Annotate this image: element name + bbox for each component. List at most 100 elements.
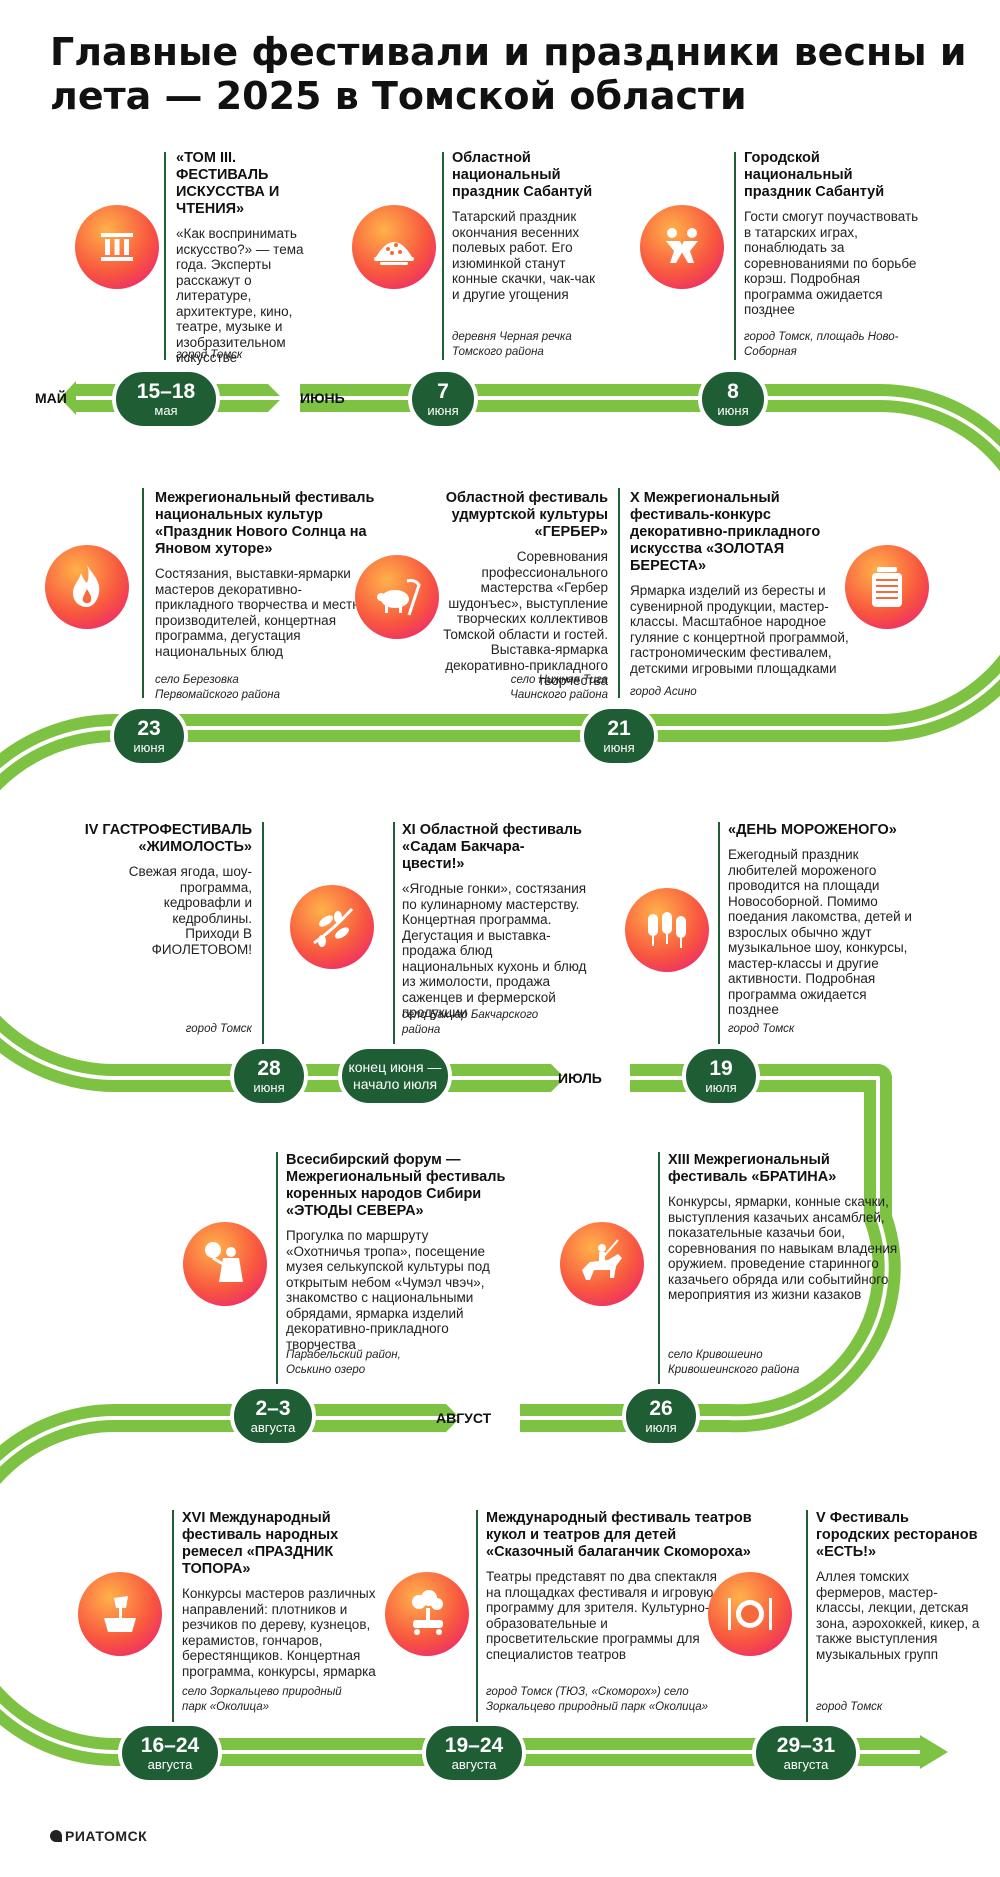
date-badge: 2–3 августа <box>230 1385 316 1447</box>
event-description: Гости смогут поучаствовать в татарских и… <box>744 209 919 317</box>
date-day: 19 <box>709 1056 733 1080</box>
date-badge: 26 июля <box>622 1385 700 1447</box>
event-location: город Томск <box>816 1701 883 1713</box>
cossack-rider-icon <box>560 1222 644 1306</box>
event-title: Всесибирский форум — Межрегиональный фес… <box>286 1152 506 1219</box>
event-location: село Нижняя Тига Чаинского района <box>510 674 608 701</box>
event-connector <box>393 822 395 1044</box>
event-zhimolost: IV ГАСТРОФЕСТИВАЛЬ «ЖИМОЛОСТЬ» Свежая яг… <box>80 822 252 957</box>
event-connector <box>172 1510 174 1722</box>
date-day: 29–31 <box>776 1733 836 1757</box>
event-description: Состязания, выставки-ярмарки мастеров де… <box>155 566 377 659</box>
logo: РИАТОМСК <box>50 1828 147 1844</box>
event-title: Городской национальный праздник Сабантуй <box>744 150 885 200</box>
event-title: Областной национальный праздник Сабантуй <box>452 150 593 200</box>
event-north: Всесибирский форум — Межрегиональный фес… <box>286 1152 506 1352</box>
date-day: 2–3 <box>255 1396 291 1420</box>
chak-chak-icon <box>352 205 436 289</box>
event-title: XI Областной фестиваль «Садам Бакчара-цв… <box>402 822 582 872</box>
date-badge: 19–24 августа <box>422 1722 526 1784</box>
event-puppets: Международный фестиваль театров кукол и … <box>486 1510 761 1662</box>
event-connector <box>476 1510 478 1722</box>
event-location: город Томск, площадь Ново-Соборная <box>744 331 899 358</box>
event-connector <box>806 1510 808 1722</box>
date-badge: 16–24 августа <box>118 1722 222 1784</box>
event-location: город Томск <box>176 349 243 361</box>
event-new-sun: Межрегиональный фестиваль национальных к… <box>155 490 380 659</box>
event-beresta: X Межрегиональный фестиваль-конкурс деко… <box>630 490 855 676</box>
event-connector <box>658 1152 660 1384</box>
event-location: село Бакчар Бакчарского района <box>402 1009 539 1036</box>
fire-icon <box>45 545 129 629</box>
event-description: Ярмарка изделий из бересты и сувенирной … <box>630 583 849 676</box>
event-bratina: XIII Межрегиональный фестиваль «БРАТИНА»… <box>668 1152 908 1303</box>
date-day: 15–18 <box>136 379 196 403</box>
event-icecream: «ДЕНЬ МОРОЖЕНОГО» Ежегодный праздник люб… <box>728 822 913 1018</box>
date-month: мая <box>154 402 178 418</box>
event-connector <box>718 822 720 1044</box>
event-connector <box>164 152 166 360</box>
event-description: Конкурсы, ярмарки, конные скачки, выступ… <box>668 1194 898 1302</box>
month-label-june: ИЮНЬ <box>300 390 345 406</box>
date-month: июня <box>253 1079 285 1095</box>
date-month: августа <box>250 1419 296 1435</box>
date-month: июня <box>603 739 635 755</box>
month-label-july: ИЮЛЬ <box>558 1070 602 1086</box>
date-badge: 21 июня <box>580 705 658 767</box>
date-badge: 15–18 мая <box>112 368 220 430</box>
shaman-drum-icon <box>183 1222 267 1306</box>
event-description: «Как воспринимать искусство?» — тема год… <box>176 226 304 365</box>
event-description: Ежегодный праздник любителей мороженого … <box>728 847 912 1017</box>
date-month: июня <box>717 402 749 418</box>
date-badge: 7 июня <box>408 368 478 430</box>
event-description: Конкурсы мастеров различных направлений:… <box>182 1586 376 1679</box>
wrestlers-icon <box>640 205 724 289</box>
date-day: 7 <box>437 379 449 403</box>
axe-stump-icon <box>78 1572 162 1656</box>
event-location: Парабельский район, Оськино озеро <box>286 1349 401 1376</box>
event-title: Областной фестиваль удмуртской культуры … <box>445 490 608 540</box>
event-title: IV ГАСТРОФЕСТИВАЛЬ «ЖИМОЛОСТЬ» <box>84 822 252 855</box>
logo-text: РИАТОМСК <box>65 1828 148 1844</box>
date-badge: конец июня — начало июля <box>338 1045 452 1107</box>
event-bakchar: XI Областной фестиваль «Садам Бакчара-цв… <box>402 822 587 1021</box>
event-location: село Зоркальцево природный парк «Околица… <box>182 1686 342 1713</box>
date-month: июля <box>645 1419 677 1435</box>
event-title: XIII Межрегиональный фестиваль «БРАТИНА» <box>668 1152 837 1185</box>
date-day: 19–24 <box>444 1733 504 1757</box>
date-day: 21 <box>607 716 631 740</box>
event-title: «ТОМ III. ФЕСТИВАЛЬ ИСКУССТВА И ЧТЕНИЯ» <box>176 150 280 217</box>
date-range: конец июня — начало июля <box>348 1059 442 1092</box>
date-month: июня <box>133 739 165 755</box>
event-location: город Томск <box>185 1023 252 1035</box>
month-label-may: МАЙ <box>35 390 67 406</box>
pig-scythe-icon <box>355 555 439 639</box>
event-location: село Березовка Первомайского района <box>155 674 280 701</box>
date-badge: 8 июня <box>698 368 768 430</box>
date-day: 16–24 <box>140 1733 200 1757</box>
birch-jar-icon <box>845 545 929 629</box>
event-description: Театры представят по два спектакля на пл… <box>486 1569 717 1662</box>
ice-cream-icon <box>625 888 709 972</box>
event-title: Межрегиональный фестиваль национальных к… <box>155 490 375 557</box>
event-location: город Томск <box>728 1023 795 1035</box>
event-title: Международный фестиваль театров кукол и … <box>486 1510 752 1560</box>
event-location: город Томск (ТЮЗ, «Скоморох») село Зорка… <box>486 1686 709 1713</box>
event-description: Татарский праздник окончания весенних по… <box>452 209 595 302</box>
event-connector <box>442 152 444 360</box>
date-badge: 19 июля <box>682 1045 760 1107</box>
event-title: X Межрегиональный фестиваль-конкурс деко… <box>630 490 821 574</box>
date-badge: 29–31 августа <box>752 1722 860 1784</box>
date-badge: 28 июня <box>230 1045 308 1107</box>
event-axe: XVI Международный фестиваль народных рем… <box>182 1510 382 1679</box>
plate-cutlery-icon <box>708 1572 792 1656</box>
event-connector <box>276 1152 278 1384</box>
event-description: Соревнования профессионального мастерств… <box>443 549 608 688</box>
event-description: «Ягодные гонки», состязания по кулинарно… <box>402 881 587 1020</box>
event-location: город Асино <box>630 686 697 698</box>
date-month: июля <box>705 1079 737 1095</box>
date-month: августа <box>451 1756 497 1772</box>
event-description: Свежая ягода, шоу-программа, кедровафли … <box>128 864 252 957</box>
